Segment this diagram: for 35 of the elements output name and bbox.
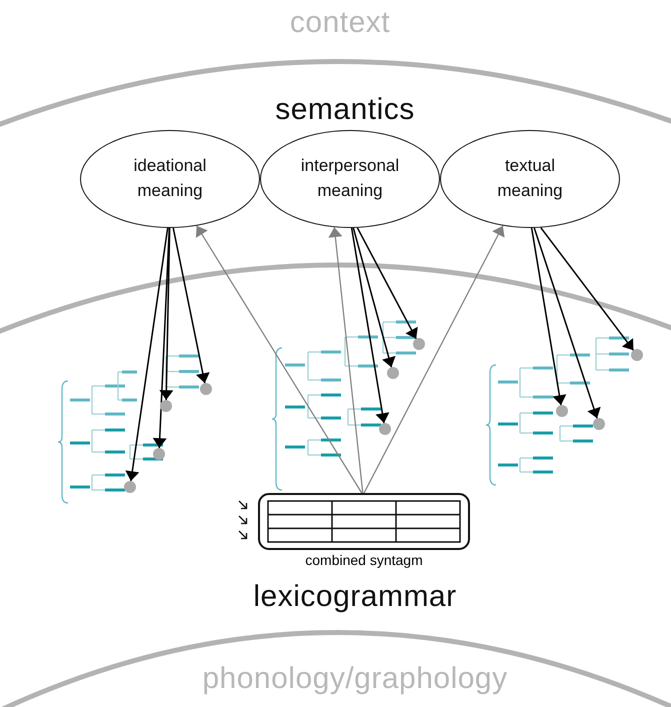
feature-dot: [379, 423, 391, 435]
feature-dot: [200, 383, 212, 395]
feature-dot: [413, 338, 425, 350]
arrow: [172, 228, 210, 384]
arrow: [534, 228, 601, 419]
feature-dot: [631, 349, 643, 361]
arrow: [125, 228, 168, 482]
feature-dot: [593, 418, 605, 430]
feature-dot: [387, 367, 399, 379]
arrow: [364, 225, 505, 494]
arrow: [540, 227, 634, 351]
node-label: interpersonal meaning: [300, 155, 400, 202]
node-label: textual meaning: [496, 155, 564, 202]
syntagm-table: [258, 493, 470, 550]
feature-dot: [556, 405, 568, 417]
ellipse-node: [80, 130, 260, 228]
arrow: [196, 225, 362, 494]
ellipse-node: [440, 130, 620, 228]
arrow: [328, 227, 364, 494]
arrow: [152, 228, 170, 448]
ellipse-node: [260, 130, 440, 228]
stratum-label: lexicogrammar: [253, 580, 457, 614]
arrow: [356, 227, 418, 340]
arrow: [352, 228, 396, 368]
feature-dot: [124, 481, 136, 493]
feature-dot: [153, 448, 165, 460]
stratum-label: semantics: [275, 93, 415, 127]
feature-dot: [160, 400, 172, 412]
node-label: ideational meaning: [132, 155, 208, 202]
arrow: [350, 228, 390, 424]
arrow: [530, 228, 566, 406]
arrow: [159, 228, 174, 400]
stratum-label: context: [290, 6, 390, 40]
node-caption: combined syntagm: [305, 552, 423, 568]
stratum-label: phonology/graphology: [202, 662, 508, 696]
